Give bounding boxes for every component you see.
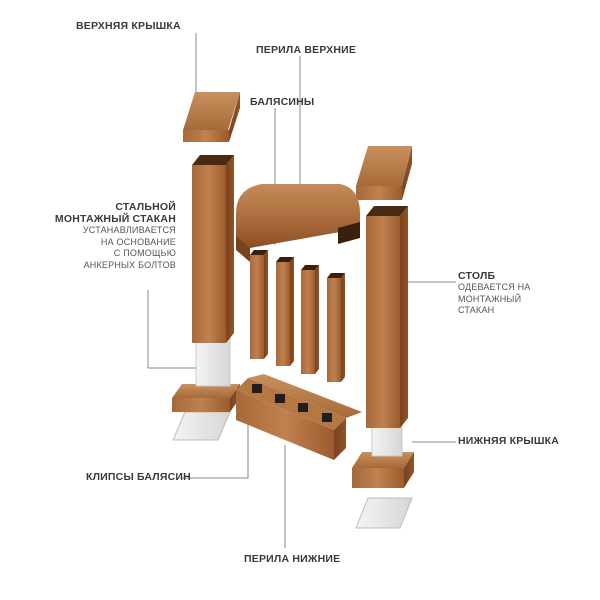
label-post-desc-2: МОНТАЖНЫЙ: [458, 293, 522, 304]
baluster-2: [276, 257, 294, 366]
label-post-desc-3: СТАКАН: [458, 305, 495, 315]
clip-4: [322, 413, 332, 422]
label-post-desc-1: ОДЕВАЕТСЯ НА: [458, 282, 531, 292]
baluster-4: [327, 273, 345, 382]
label-steel-sleeve-title-2: МОНТАЖНЫЙ СТАКАН: [54, 213, 176, 225]
label-steel-sleeve: СТАЛЬНОЙ МОНТАЖНЫЙ СТАКАН УСТАНАВЛИВАЕТС…: [55, 201, 176, 271]
clip-3: [298, 403, 308, 412]
bottom-rail: [236, 374, 362, 460]
label-post-title: СТОЛБ: [458, 270, 496, 282]
label-steel-sleeve-title-1: СТАЛЬНОЙ: [115, 201, 176, 213]
top-rail: [236, 184, 360, 262]
label-balusters: БАЛЯСИНЫ: [250, 96, 315, 108]
label-bottom-rail: ПЕРИЛА НИЖНИЕ: [244, 553, 341, 565]
label-steel-sleeve-desc-4: АНКЕРНЫХ БОЛТОВ: [83, 259, 176, 270]
baluster-1: [250, 250, 268, 359]
balusters: [250, 250, 345, 382]
baluster-clips: [252, 384, 332, 422]
leader-steel-sleeve: [147, 290, 200, 369]
label-bottom-cap: НИЖНЯЯ КРЫШКА: [458, 435, 560, 447]
leader-lines: [147, 33, 456, 548]
leader-clips: [180, 400, 249, 479]
label-top-rail: ПЕРИЛА ВЕРХНИЕ: [256, 44, 357, 56]
label-baluster-clips: КЛИПСЫ БАЛЯСИН: [86, 471, 191, 483]
label-top-cap: ВЕРХНЯЯ КРЫШКА: [76, 20, 181, 32]
right-post: [352, 146, 414, 529]
clip-2: [275, 394, 285, 403]
left-post: [172, 92, 240, 441]
label-steel-sleeve-desc-2: НА ОСНОВАНИЕ: [100, 236, 176, 247]
clip-1: [252, 384, 262, 393]
label-steel-sleeve-desc-1: УСТАНАВЛИВАЕТСЯ: [82, 225, 176, 235]
label-post: СТОЛБ ОДЕВАЕТСЯ НА МОНТАЖНЫЙ СТАКАН: [458, 270, 531, 317]
label-steel-sleeve-desc-3: С ПОМОЩЬЮ: [113, 248, 176, 258]
baluster-3: [301, 265, 319, 374]
